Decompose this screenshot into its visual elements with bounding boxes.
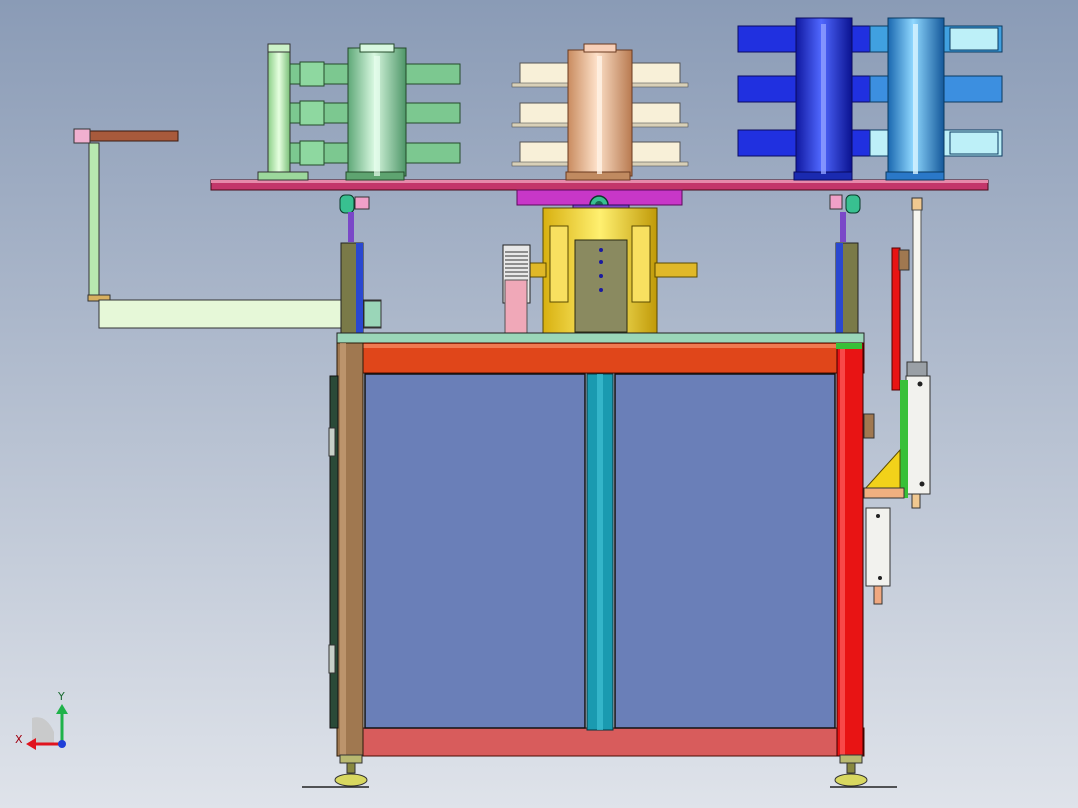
right-cylinder-assembly	[862, 197, 931, 605]
turntable-plate-edge	[211, 180, 988, 183]
feeder-beam-end	[363, 300, 382, 328]
feeder-rod	[85, 130, 179, 142]
top-deck	[336, 332, 865, 344]
triad-x-label: X	[15, 733, 23, 746]
bottom-rail	[337, 727, 865, 757]
drive-gearbox	[502, 204, 698, 341]
leveling-feet	[302, 754, 897, 788]
triad-plane-icon	[32, 717, 54, 744]
fixture-stack-sky	[869, 17, 1003, 181]
fixture-stack-cream	[511, 43, 689, 181]
coordinate-triad: Y X	[15, 690, 68, 750]
feeder-beam	[98, 299, 382, 329]
right-door-panel	[614, 373, 836, 729]
left-door-panel	[364, 373, 586, 729]
left-feeder-arm	[73, 128, 382, 329]
fixture-stack-green	[257, 43, 461, 181]
feeder-rod-cap	[73, 128, 91, 144]
feeder-post	[88, 142, 100, 299]
triad-z-axis	[58, 740, 66, 748]
machine-frame	[328, 332, 865, 757]
triad-y-label: Y	[57, 690, 65, 703]
